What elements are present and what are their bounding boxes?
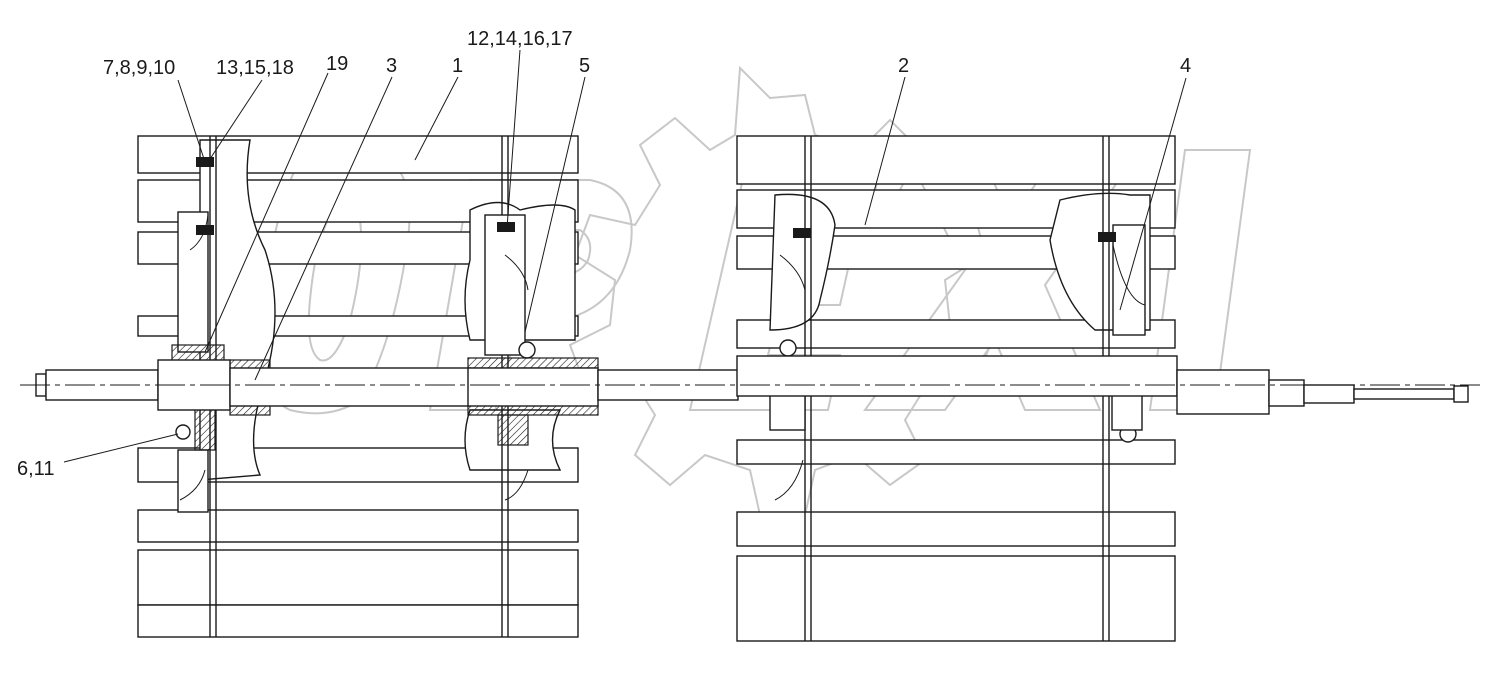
shaft-tube-mid — [467, 367, 599, 407]
leader-5 — [524, 76, 586, 333]
shaft — [20, 355, 1480, 415]
right-plate-curve-3 — [774, 459, 804, 501]
leader-lines — [63, 49, 1187, 463]
callout-4: 4 — [1180, 55, 1191, 77]
callout-13-15-18: 13,15,18 — [216, 57, 294, 79]
bolt-mid — [497, 222, 515, 232]
right-cutaway-1 — [769, 193, 836, 331]
mid-tube-top — [467, 357, 599, 369]
left-roller — [137, 135, 599, 638]
bolt-right-2 — [1098, 232, 1116, 242]
right-hinge-1 — [779, 339, 797, 357]
mid-end-plate — [484, 214, 526, 356]
shaft-right-tube — [736, 355, 1178, 397]
right-plate-curve — [1112, 244, 1146, 306]
leader-4 — [1119, 77, 1187, 311]
left-hinge — [175, 424, 191, 440]
callout-3: 3 — [386, 55, 397, 77]
bolt-left — [196, 225, 214, 235]
callout-5: 5 — [579, 55, 590, 77]
leader-1 — [414, 76, 459, 161]
left-hub-bottom — [194, 404, 216, 451]
left-slat-8 — [137, 604, 579, 638]
right-end-plate — [1112, 224, 1146, 336]
callout-1: 1 — [452, 55, 463, 77]
right-slat-1 — [736, 135, 1176, 185]
callout-6-11: 6,11 — [17, 458, 54, 480]
mid-hinge — [518, 341, 536, 359]
leader-19 — [204, 72, 329, 353]
right-slat-5 — [736, 439, 1176, 465]
left-hub-top — [171, 344, 225, 362]
callouts: 7,8,9,10 13,15,18 19 3 1 12,14,16,17 5 2… — [17, 28, 1191, 480]
callout-19: 19 — [326, 53, 348, 75]
right-roller — [736, 135, 1176, 642]
leader-13-15-18 — [207, 79, 263, 163]
mid-plate-curve — [504, 254, 529, 291]
callout-12-14-16-17: 12,14,16,17 — [467, 28, 573, 50]
shaft-right-step — [1268, 379, 1305, 407]
leader-3 — [254, 76, 393, 381]
leader-12-14-16-17 — [506, 49, 521, 229]
left-plate-curve — [189, 214, 209, 251]
leader-6-11 — [63, 433, 179, 463]
leader-7-8-9-10 — [177, 79, 206, 163]
left-plate-curve-lower — [179, 469, 206, 501]
right-slat-7 — [736, 555, 1176, 642]
leader-2 — [864, 76, 906, 226]
callout-7-8-9-10: 7,8,9,10 — [103, 57, 175, 79]
left-end-plate — [177, 211, 209, 353]
shaft-right-tip — [1453, 385, 1469, 403]
shaft-right-end — [1176, 369, 1270, 415]
mid-plate-curve-lower — [504, 469, 529, 501]
shaft-right-spline — [1353, 388, 1455, 400]
left-end-plate-lower — [177, 449, 209, 513]
shaft-right-journal — [1303, 384, 1355, 404]
mid-hub-bottom — [497, 414, 529, 446]
left-slat-7 — [137, 549, 579, 606]
shaft-tube-left — [229, 367, 471, 407]
bolt-right-1 — [793, 228, 811, 238]
right-plate-curve-2 — [779, 254, 806, 291]
right-slat-6 — [736, 511, 1176, 547]
left-slat-6 — [137, 509, 579, 543]
callout-2: 2 — [898, 55, 909, 77]
